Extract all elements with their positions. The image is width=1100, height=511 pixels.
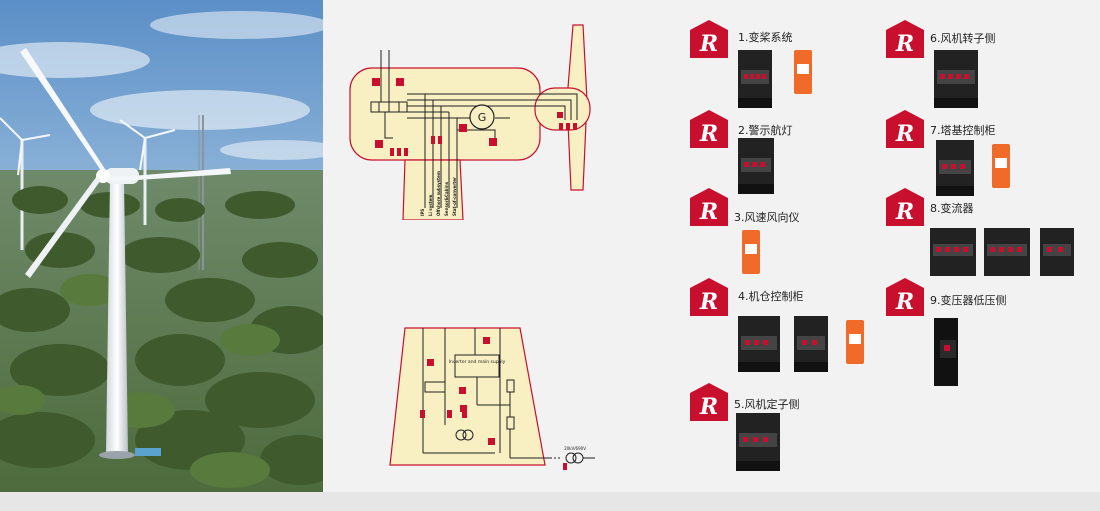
surge-protector-module — [936, 140, 1010, 196]
component-label-1: 1.变桨系统 — [738, 31, 793, 44]
inverter-label: Inverter and main supply — [449, 359, 506, 365]
footer-strip — [0, 492, 1100, 511]
surge-protector-module — [934, 318, 958, 386]
surge-protector-module — [738, 50, 812, 108]
component-label-9: 9.变压器低压侧 — [930, 294, 1007, 307]
component-label-6: 6.风机转子侧 — [930, 32, 996, 45]
lightning-arrester-logo-icon: R — [886, 278, 924, 316]
tower-label-2: Li system — [428, 195, 433, 216]
tower-base-diagram: Inverter and main supply 20kV/690V — [385, 325, 600, 470]
lightning-arrester-logo-icon: R — [690, 188, 728, 226]
tower-label-4: Sensor&Cabins — [444, 181, 449, 216]
lightning-arrester-logo-icon: R — [690, 383, 728, 421]
svg-text:R: R — [699, 289, 718, 315]
lightning-arrester-logo-icon: R — [886, 188, 924, 226]
tower-label-3: Offshore subsystem — [436, 171, 441, 216]
svg-text:R: R — [699, 31, 718, 57]
svg-text:R: R — [895, 199, 914, 225]
lightning-arrester-logo-icon: R — [886, 20, 924, 58]
svg-text:R: R — [699, 199, 718, 225]
wind-farm-photo — [0, 0, 323, 492]
component-label-7: 7.塔基控制柜 — [930, 124, 996, 137]
component-label-5: 5.风机定子侧 — [734, 398, 800, 411]
lightning-arrester-logo-icon: R — [690, 110, 728, 148]
lightning-arrester-logo-icon: R — [690, 20, 728, 58]
surge-protector-module — [738, 138, 774, 194]
svg-text:R: R — [895, 289, 914, 315]
surge-protector-module — [742, 230, 760, 274]
svg-text:R: R — [699, 394, 718, 420]
lightning-arrester-logo-icon: R — [886, 110, 924, 148]
surge-protector-module — [930, 228, 1074, 276]
svg-text:R: R — [699, 121, 718, 147]
svg-text:R: R — [895, 121, 914, 147]
tower-label-1: IPS — [420, 209, 425, 216]
lightning-arrester-logo-icon: R — [690, 278, 728, 316]
surge-protector-module — [934, 50, 978, 108]
generator-symbol: G — [478, 111, 487, 124]
component-label-3: 3.风速风向仪 — [734, 211, 800, 224]
svg-text:R: R — [895, 31, 914, 57]
tower-label-5: Stat-of-converter — [452, 177, 457, 216]
component-label-4: 4.机仓控制柜 — [738, 290, 804, 303]
surge-protector-module — [738, 316, 864, 372]
grid-voltage-label: 20kV/690V — [564, 446, 586, 451]
component-label-2: 2.警示航灯 — [738, 124, 793, 137]
nacelle-wiring-diagram: G IPS Li system Offshore subsystem Senso… — [345, 20, 605, 221]
surge-protector-module — [736, 413, 780, 471]
component-label-8: 8.变流器 — [930, 202, 974, 215]
